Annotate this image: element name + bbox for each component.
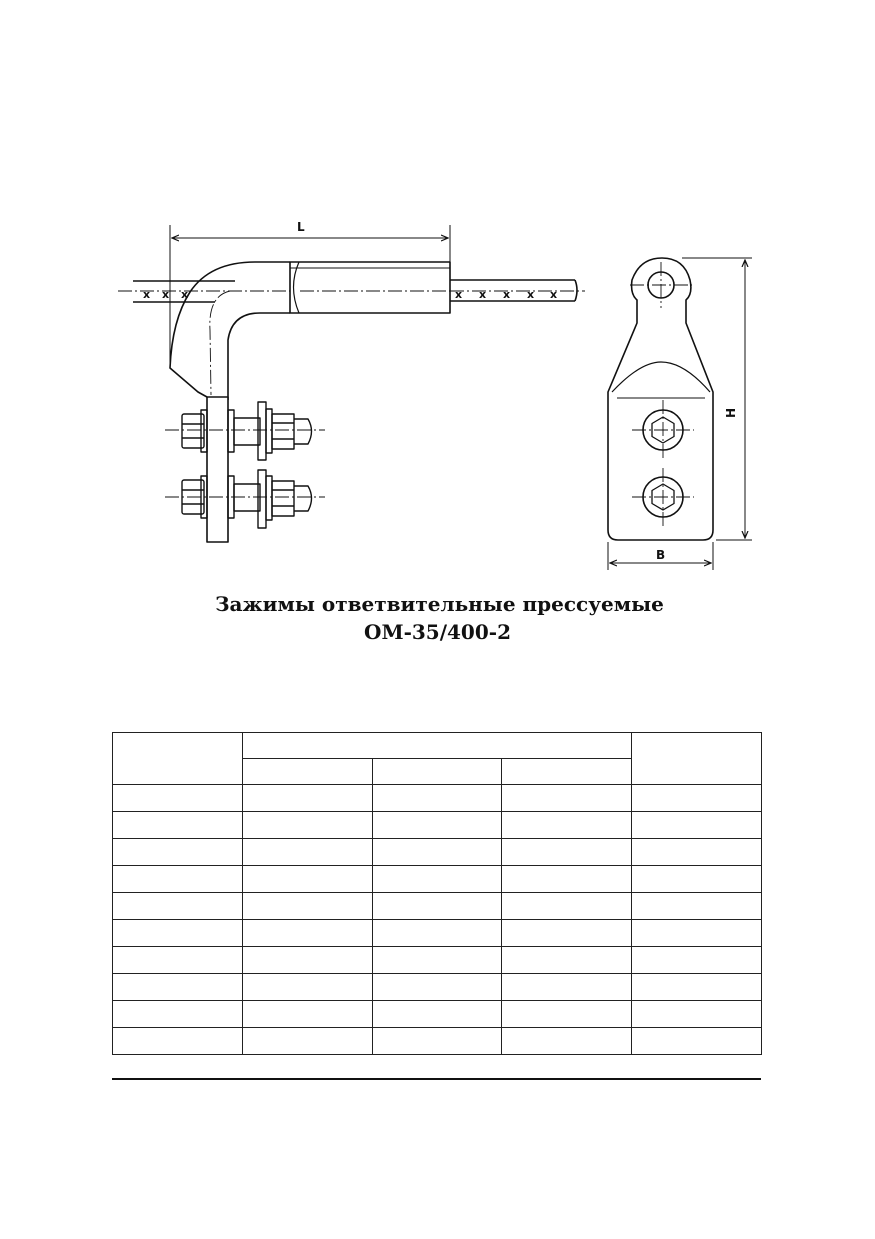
table-row — [112, 811, 763, 839]
table-cell — [112, 1027, 243, 1055]
table-cell — [372, 838, 502, 866]
table-row — [112, 919, 763, 947]
subheader-cell — [372, 758, 502, 785]
dimension-label-h: H — [724, 407, 739, 419]
table-cell — [372, 973, 502, 1001]
table-cell — [631, 784, 763, 812]
table-cell — [372, 946, 502, 974]
header-cell — [631, 732, 763, 785]
subheader-cell — [500, 758, 633, 785]
table-cell — [372, 865, 502, 893]
table-row — [112, 1000, 763, 1028]
table-cell — [242, 892, 373, 920]
table-cell — [242, 919, 373, 947]
table-cell — [500, 1027, 633, 1055]
table-cell — [631, 892, 763, 920]
table-cell — [112, 865, 243, 893]
table-cell — [372, 1027, 502, 1055]
table-cell — [372, 811, 502, 839]
bottom-rule — [112, 1078, 761, 1080]
wire-mark: x — [527, 288, 534, 301]
table-row — [112, 892, 763, 920]
table-cell — [242, 784, 373, 812]
specification-table — [112, 732, 763, 1055]
product-title: Зажимы ответвительные прессуемые — [215, 592, 664, 616]
table-cell — [372, 892, 502, 920]
table-cell — [242, 838, 373, 866]
table-cell — [631, 811, 763, 839]
dimension-label-b: B — [656, 548, 666, 562]
table-cell — [242, 973, 373, 1001]
table-cell — [631, 1027, 763, 1055]
product-model: ОМ-35/400-2 — [364, 620, 511, 644]
table-cell — [500, 811, 633, 839]
table-cell — [242, 1027, 373, 1055]
table-cell — [112, 784, 243, 812]
table-cell — [242, 811, 373, 839]
table-row — [112, 838, 763, 866]
table-cell — [631, 1000, 763, 1028]
table-row — [112, 1027, 763, 1055]
table-row — [112, 784, 763, 812]
front-view — [607, 257, 714, 541]
wire-mark: x — [162, 288, 169, 301]
table-cell — [112, 1000, 243, 1028]
table-cell — [112, 919, 243, 947]
table-cell — [500, 973, 633, 1001]
table-cell — [500, 838, 633, 866]
header-cell — [112, 732, 243, 785]
dimension-label-l: L — [297, 220, 305, 234]
table-cell — [112, 973, 243, 1001]
table-cell — [631, 919, 763, 947]
table-row — [112, 946, 763, 974]
table-cell — [242, 865, 373, 893]
header-group-cell — [241, 732, 633, 759]
table-cell — [372, 919, 502, 947]
table-cell — [500, 784, 633, 812]
table-cell — [372, 1000, 502, 1028]
wire-mark: x — [181, 288, 188, 301]
table-cell — [112, 811, 243, 839]
table-cell — [500, 946, 633, 974]
table-cell — [500, 1000, 633, 1028]
table-body — [112, 784, 763, 1055]
wire-mark: x — [503, 288, 510, 301]
table-cell — [112, 838, 243, 866]
wire-mark: x — [455, 288, 462, 301]
table-subheader-row — [113, 758, 762, 785]
table-cell — [372, 784, 502, 812]
table-cell — [500, 892, 633, 920]
table-cell — [242, 1000, 373, 1028]
table-cell — [631, 838, 763, 866]
subheader-cell — [242, 758, 373, 785]
wire-mark: x — [550, 288, 557, 301]
table-cell — [500, 919, 633, 947]
table-cell — [631, 973, 763, 1001]
table-cell — [631, 946, 763, 974]
table-cell — [500, 865, 633, 893]
table-cell — [631, 865, 763, 893]
wire-mark: x — [479, 288, 486, 301]
table-header-row — [112, 732, 763, 785]
table-cell — [242, 946, 373, 974]
table-row — [112, 865, 763, 893]
table-cell — [112, 946, 243, 974]
table-row — [112, 973, 763, 1001]
wire-mark: x — [143, 288, 150, 301]
side-view — [133, 261, 578, 543]
table-cell — [112, 892, 243, 920]
